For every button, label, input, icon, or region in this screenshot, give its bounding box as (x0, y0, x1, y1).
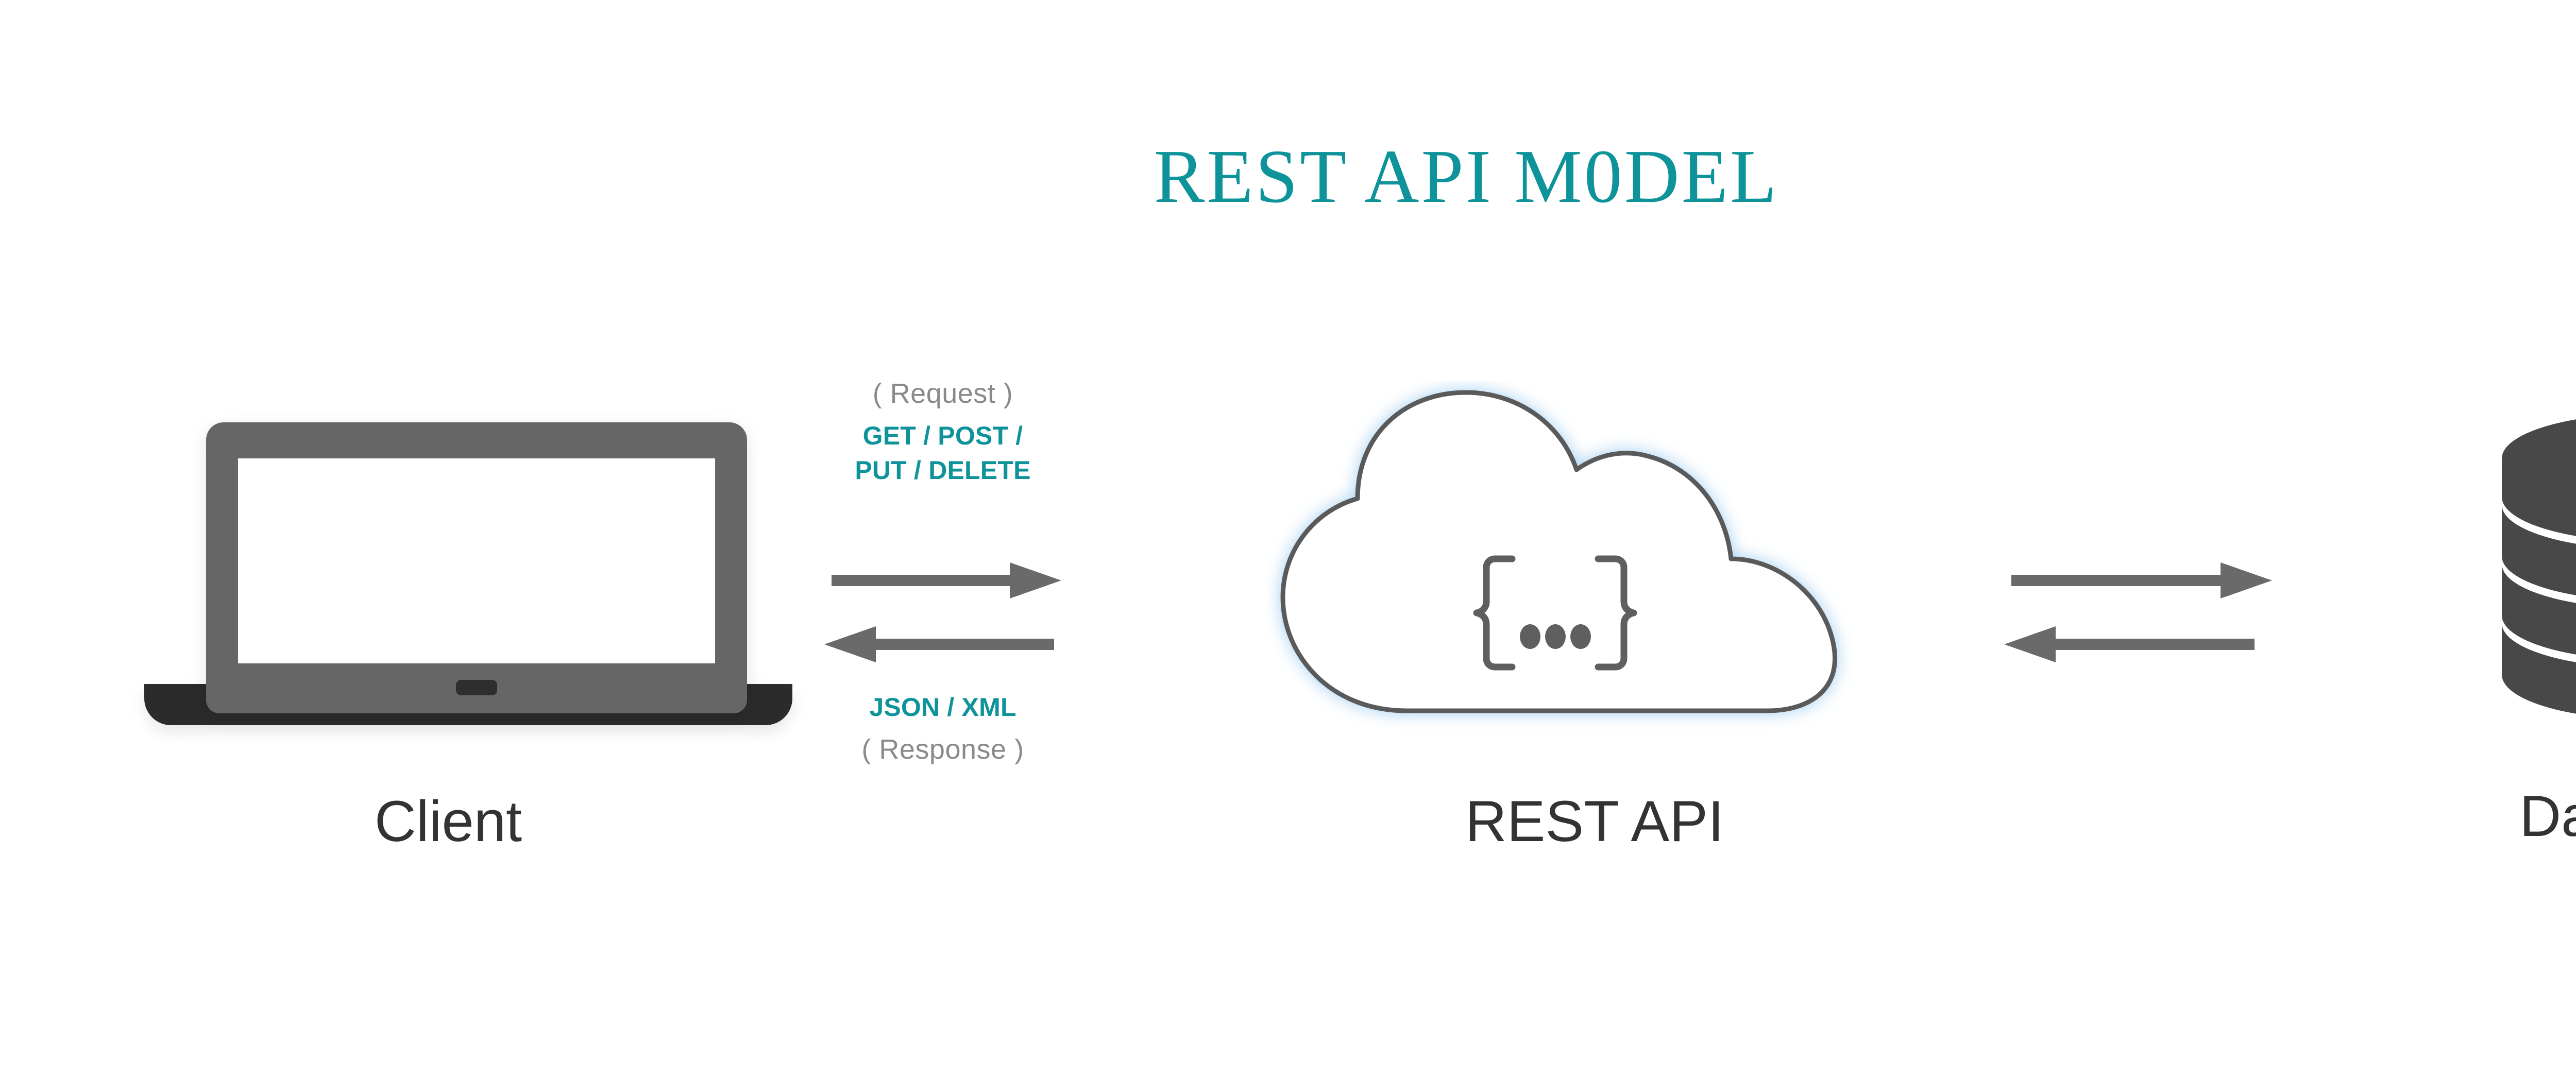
database-node (2478, 407, 2576, 737)
client-node (144, 412, 792, 731)
laptop-screen (238, 458, 715, 663)
response-formats: JSON / XML (869, 693, 1016, 722)
request-arrow-right-icon (832, 562, 1061, 598)
http-methods-line-2: PUT / DELETE (855, 456, 1031, 485)
page-title: REST API M0DEL (1154, 134, 1779, 219)
client-to-api-labels: ( Request ) GET / POST / PUT / DELETE (804, 376, 1082, 488)
rest-api-node (1252, 381, 1937, 752)
client-api-arrows (824, 561, 1061, 706)
request-caption: ( Request ) (872, 378, 1013, 409)
api-database-arrows (2004, 561, 2272, 706)
database-discs (2502, 419, 2576, 714)
http-methods-line-1: GET / POST / (862, 421, 1023, 451)
laptop-hinge-notch (456, 680, 497, 695)
curly-braces-icon (1473, 555, 1637, 671)
response-caption: ( Response ) (861, 734, 1024, 765)
cloud-icon (1280, 390, 1837, 713)
response-arrow-left-icon (824, 626, 1054, 662)
database-label: Database (2519, 784, 2576, 848)
result-arrow-left-icon (2004, 626, 2255, 662)
client-label: Client (374, 789, 522, 853)
database-cylinder-icon (2502, 419, 2576, 714)
laptop-icon (206, 422, 747, 713)
ellipsis-dots-icon (1520, 624, 1591, 649)
cloud-outline (1280, 390, 1837, 713)
api-to-client-labels: JSON / XML ( Response ) (804, 690, 1082, 767)
rest-api-label: REST API (1465, 789, 1724, 853)
query-arrow-right-icon (2011, 562, 2272, 598)
